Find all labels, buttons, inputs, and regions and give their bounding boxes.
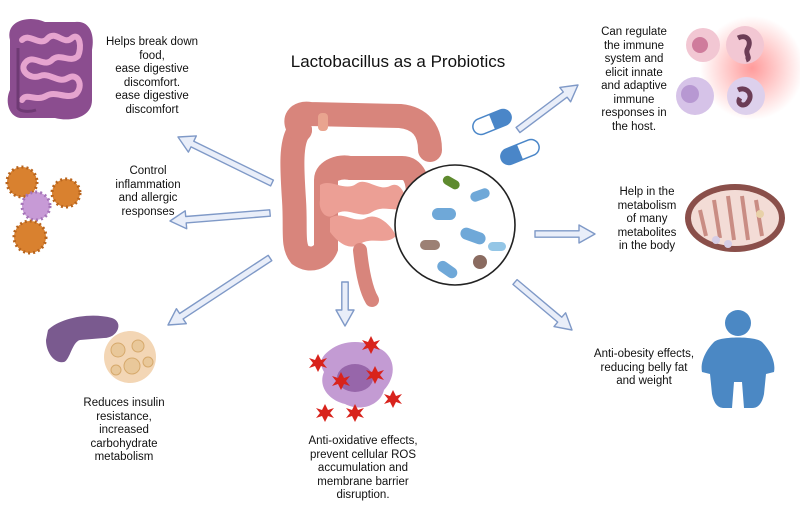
immune-cells-icon bbox=[5, 165, 82, 255]
bacteria-magnifier-icon bbox=[394, 164, 516, 286]
pancreas-icon bbox=[46, 315, 156, 383]
metabolism-benefit-label: Help in the metabolism of many metabolit… bbox=[617, 186, 677, 252]
capsule-icon bbox=[472, 108, 540, 166]
arrow-to-insulin bbox=[167, 254, 273, 326]
diagram-title: Lactobacillus as a Probiotics bbox=[290, 52, 506, 71]
large-intestine-icon bbox=[280, 101, 442, 307]
obesity-benefit-label: Anti-obesity effects, reducing belly fat… bbox=[593, 348, 695, 387]
blood-cells-icon bbox=[676, 16, 800, 120]
mitochondria-icon bbox=[685, 184, 785, 252]
person-silhouette-icon bbox=[701, 310, 775, 408]
arrow-to-obesity bbox=[512, 278, 573, 331]
immune-benefit-label: Can regulate the immune system and elici… bbox=[601, 26, 667, 133]
arrow-to-digestion bbox=[177, 135, 275, 187]
ros-cell-icon bbox=[309, 336, 402, 422]
arrow-to-inflammation bbox=[169, 209, 271, 230]
insulin-benefit-label: Reduces insulin resistance, increased ca… bbox=[83, 397, 165, 463]
oxidative-benefit-label: Anti-oxidative effects, prevent cellular… bbox=[308, 435, 418, 501]
inflammation-benefit-label: Control inflammation and allergic respon… bbox=[115, 165, 181, 218]
digestion-benefit-label: Helps break down food, ease digestive di… bbox=[105, 36, 199, 116]
arrow-to-oxidative bbox=[335, 281, 355, 327]
arrow-to-metabolism bbox=[534, 224, 596, 244]
small-intestine-icon bbox=[7, 19, 93, 120]
arrows-group bbox=[167, 84, 596, 331]
arrow-to-immune bbox=[515, 84, 579, 134]
